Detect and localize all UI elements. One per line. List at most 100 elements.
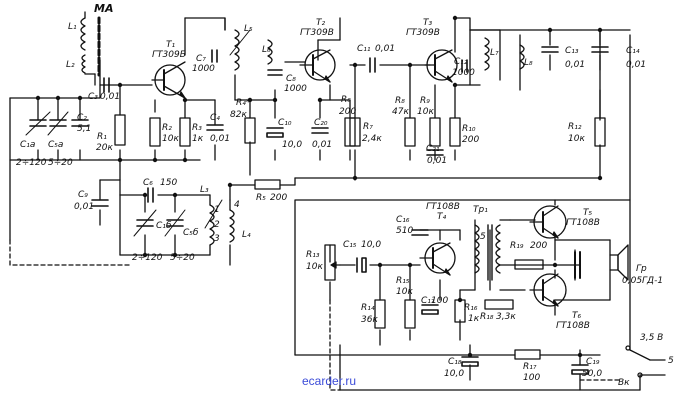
- label-r7-value: 2,4к: [362, 134, 382, 144]
- resistor-r14: [375, 300, 385, 328]
- label-c2: C₂: [77, 113, 87, 123]
- label-c5b: C₅б: [183, 228, 199, 238]
- label-r16-value: 1к: [468, 314, 480, 324]
- label-c18: C₁₈: [448, 357, 462, 367]
- label-r9-value: 10к: [417, 107, 434, 117]
- label-c5a: C₅а: [48, 140, 64, 150]
- label-c13-value: 0,01: [565, 60, 586, 70]
- label-c6-value: 150: [160, 178, 178, 188]
- label-c1a-value: 2÷120: [16, 158, 47, 168]
- capacitor-c21: [427, 150, 443, 155]
- resistor-r8: [405, 118, 415, 146]
- label-t4-type: ГТ108В: [426, 202, 460, 212]
- power-switch: [626, 346, 642, 377]
- resistor-r7: [350, 118, 360, 146]
- resistor-r5: [255, 180, 280, 189]
- label-tr1: Тр₁: [473, 205, 488, 215]
- capacitor-c8: [268, 70, 282, 75]
- label-c3: C₃: [88, 92, 98, 102]
- label-r2: R₂: [162, 123, 172, 133]
- label-c20-value: 0,01: [312, 140, 333, 150]
- label-r1-value: 20к: [96, 143, 113, 153]
- label-r19: R₁₉: [510, 241, 524, 251]
- label-pin5: 5: [480, 232, 486, 242]
- label-r5: R₅: [256, 193, 266, 203]
- label-supply-voltage: 3,5 B: [640, 333, 664, 343]
- label-switch: Bк: [618, 378, 630, 388]
- label-c14: C₁₄: [626, 46, 640, 56]
- transformer-tr1: [475, 225, 500, 280]
- label-c5b-value: 5÷20: [170, 253, 195, 263]
- label-r8-value: 47к: [392, 107, 409, 117]
- capacitor-c6: [148, 188, 153, 202]
- label-l4: L₄: [242, 230, 251, 240]
- capacitor-c1a: [26, 112, 50, 135]
- label-pin3: 3: [214, 234, 220, 244]
- label-r10-value: 200: [462, 135, 480, 145]
- capacitor-c1b: [134, 210, 156, 236]
- capacitor-c3: [104, 78, 109, 92]
- label-c15-value: 10,0: [361, 240, 382, 250]
- capacitor-c2: [72, 120, 88, 126]
- label-pin4: 4: [234, 200, 240, 210]
- label-l7: L₇: [490, 48, 499, 58]
- capacitor-c10: [267, 128, 283, 137]
- label-r14: R₁₄: [361, 303, 375, 313]
- label-t5-type: ГТ108В: [566, 218, 600, 228]
- capacitor-c14: [592, 47, 608, 52]
- label-r10: R₁₀: [462, 124, 476, 134]
- label-r5-value: 200: [270, 193, 288, 203]
- antenna-coil: [81, 12, 99, 85]
- coil-l5: [230, 30, 250, 70]
- label-t2: T₂: [316, 18, 326, 28]
- label-supply-pin: 5: [668, 356, 674, 366]
- capacitor-output: [575, 252, 580, 278]
- resistor-r19: [515, 260, 543, 269]
- transistor-t5: [530, 206, 566, 238]
- label-r15: R₁₅: [396, 276, 410, 286]
- label-r4-value: 82к: [230, 110, 247, 120]
- capacitor-c13: [542, 47, 558, 52]
- gang-linkage-dashed: [10, 240, 620, 390]
- resistor-r9: [430, 118, 440, 146]
- label-c11-value: 0,01: [375, 44, 396, 54]
- junctions: [35, 15, 603, 358]
- label-c6: C₆: [143, 178, 153, 188]
- resistor-r1: [115, 115, 125, 145]
- coil-l3: [205, 200, 222, 245]
- label-speaker: Гр: [636, 264, 647, 274]
- antenna-label: MA: [94, 2, 114, 15]
- label-c15: C₁₅: [343, 240, 357, 250]
- coil-l7: [485, 38, 489, 70]
- label-speaker-value: 0,05ГД-1: [622, 276, 664, 286]
- label-t1: T₁: [166, 40, 176, 50]
- coils: [205, 30, 524, 280]
- capacitor-c11: [370, 58, 375, 72]
- label-c20: C₂₀: [314, 118, 328, 128]
- label-r6-value: 200: [339, 107, 357, 117]
- label-pin1: 1: [214, 205, 220, 215]
- label-r4: R₄*: [236, 98, 251, 108]
- label-c18-value: 10,0: [444, 369, 465, 379]
- label-c7-value: 1000: [192, 64, 215, 74]
- capacitor-c5b: [165, 210, 185, 236]
- label-c13: C₁₃: [565, 46, 579, 56]
- label-c7: C₇: [196, 54, 206, 64]
- potentiometer-wiper: [331, 262, 340, 268]
- label-r15-value: 10к: [396, 287, 413, 297]
- label-c4: C₄: [210, 113, 220, 123]
- label-c14-value: 0,01: [626, 60, 647, 70]
- resistor-r2: [150, 118, 160, 146]
- label-l8: L₈: [524, 58, 533, 68]
- label-t6: T₆: [572, 311, 582, 321]
- label-r13: R₁₃: [306, 250, 320, 260]
- label-r14-value: 36к: [361, 315, 378, 325]
- label-c9: C₉: [78, 190, 88, 200]
- coil-l8: [520, 45, 524, 69]
- capacitor-c4: [207, 125, 223, 130]
- label-r17: R₁₇: [523, 362, 537, 372]
- label-t3: T₃: [423, 18, 433, 28]
- capacitor-c7: [212, 50, 217, 62]
